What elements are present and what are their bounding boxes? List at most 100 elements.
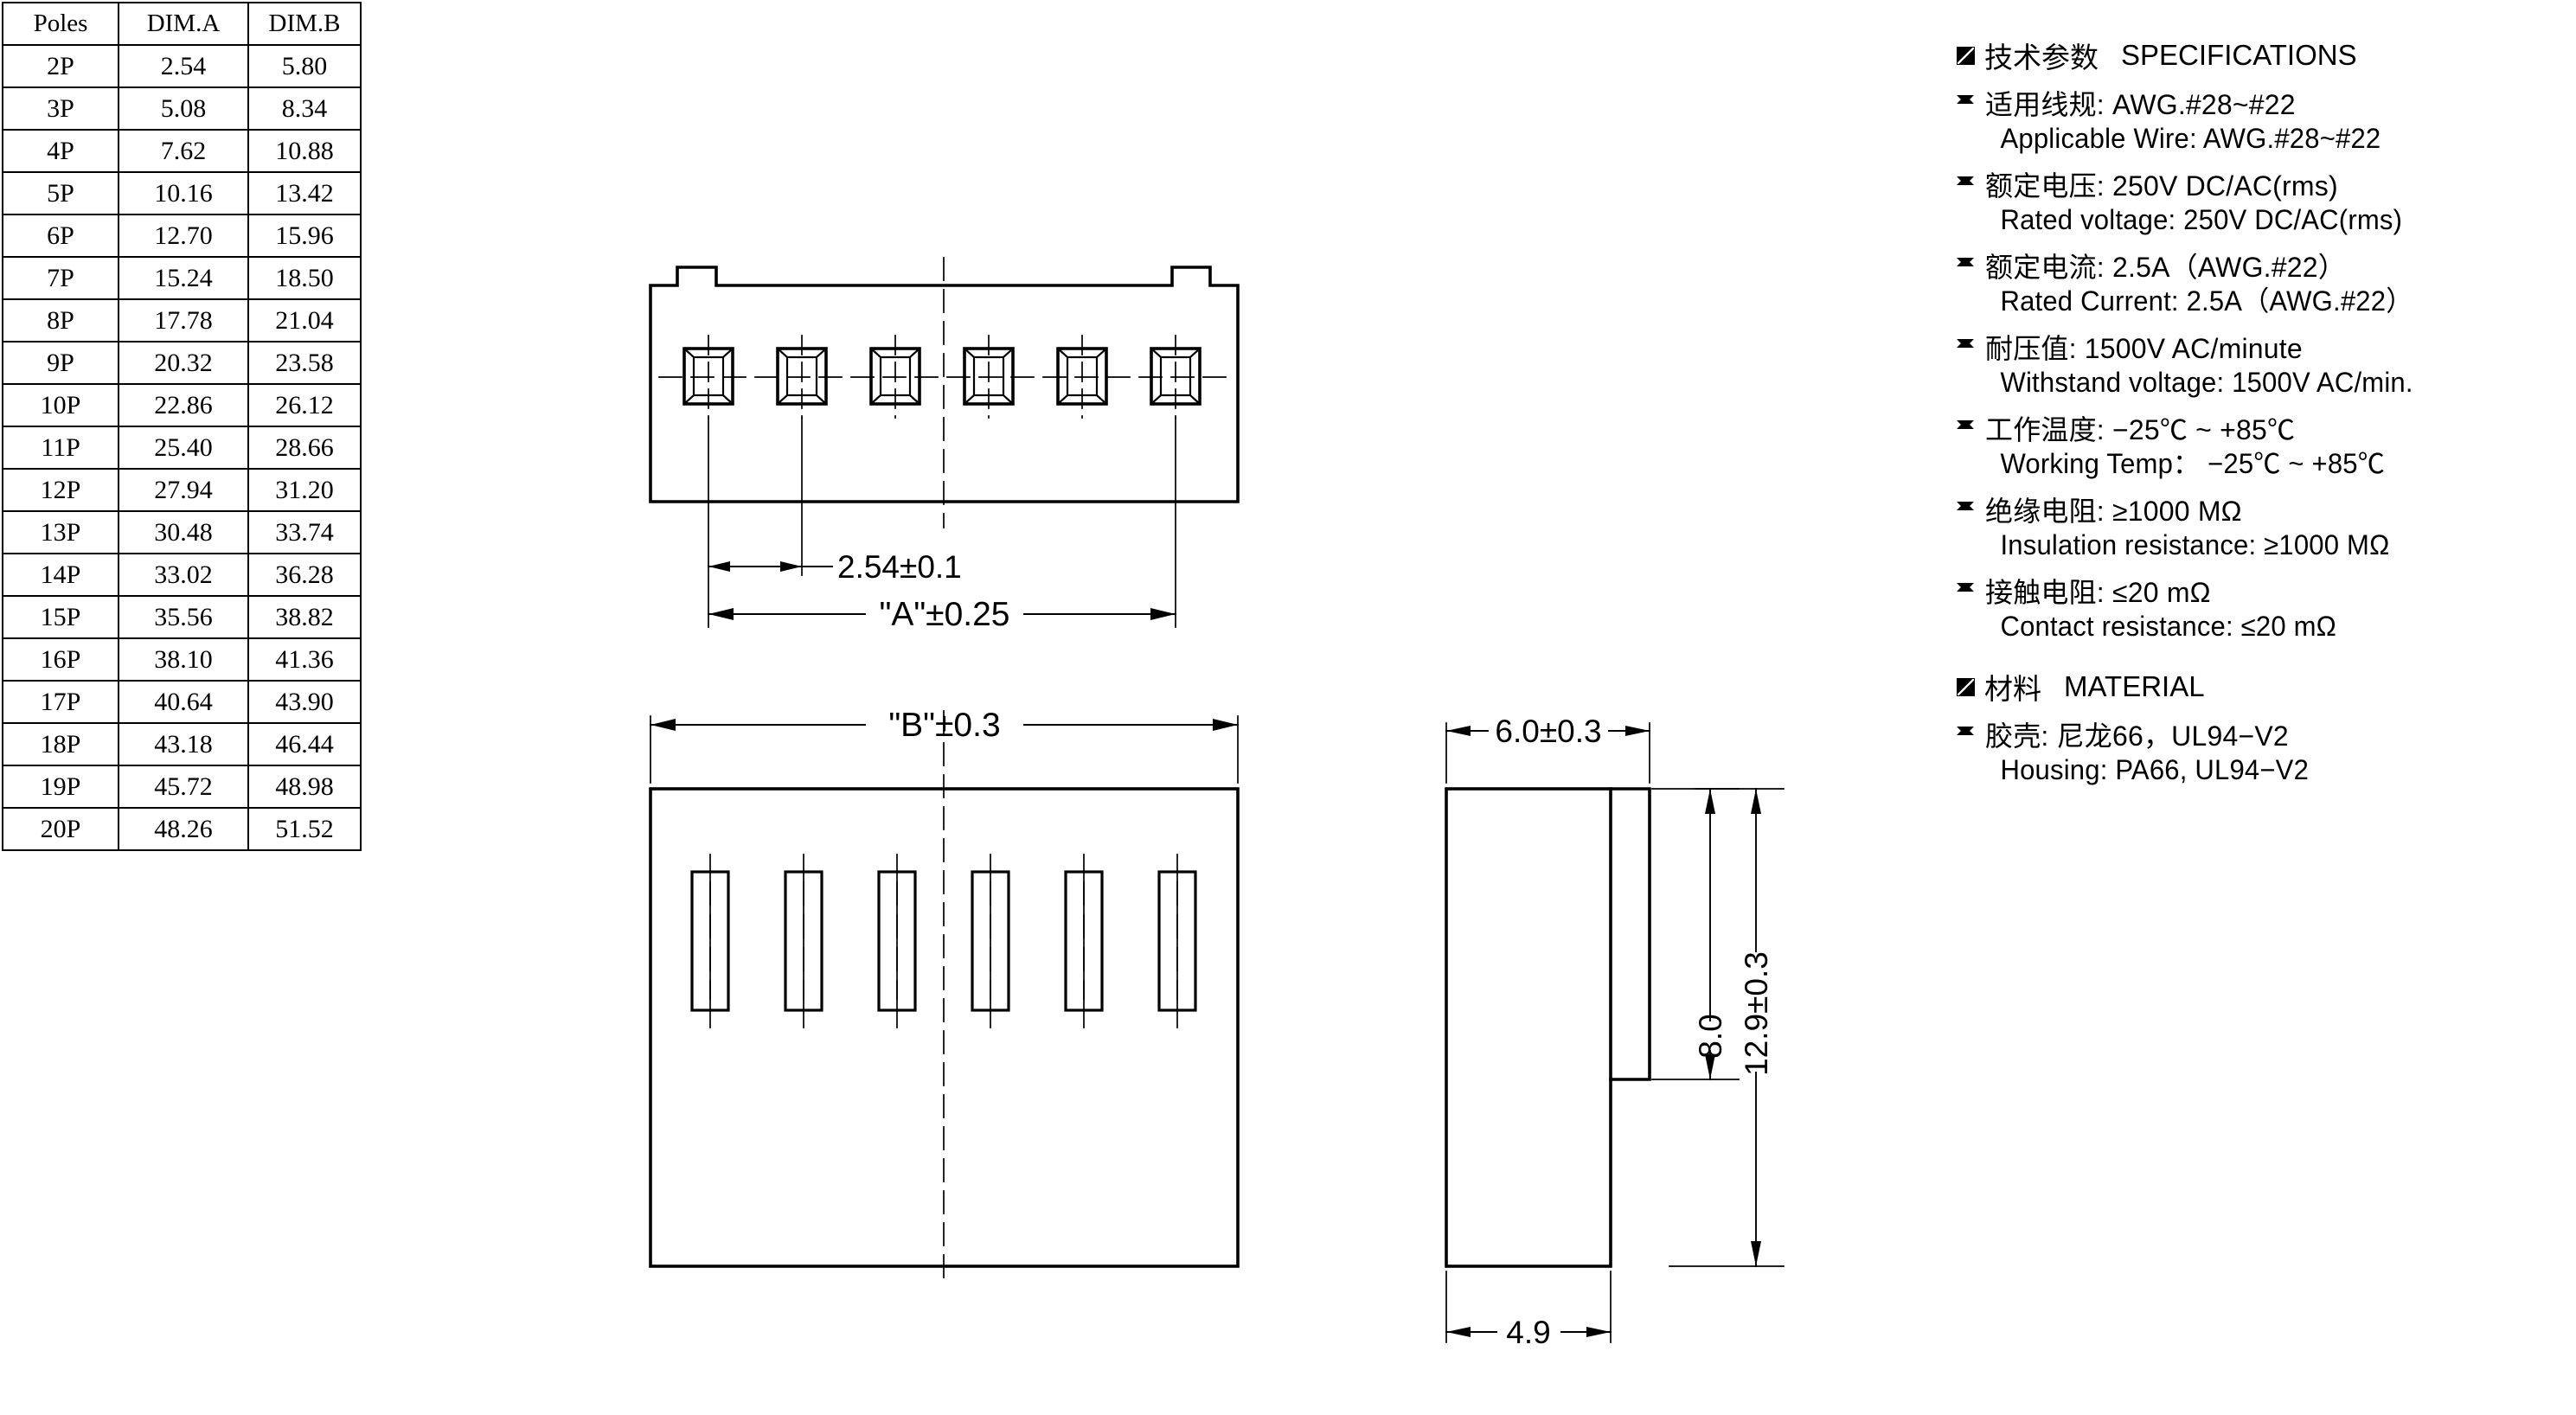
spec-line-cn: 额定电压: 250V DC/AC(rms) — [1985, 170, 2338, 202]
cell-dim-a: 20.32 — [118, 341, 249, 385]
cell-dim-b: 26.12 — [247, 383, 362, 427]
cell-dim-b: 28.66 — [247, 426, 362, 470]
spec-line-cn: 绝缘电阻: ≥1000 MΩ — [1985, 496, 2242, 528]
spec-line-en: Insulation resistance: ≥1000 MΩ — [2000, 529, 2390, 561]
cell-poles: 19P — [2, 765, 119, 809]
cell-poles: 4P — [2, 129, 119, 173]
cavity — [1150, 335, 1201, 419]
cell-dim-a: 7.62 — [118, 129, 249, 173]
dimension-a — [708, 608, 1176, 620]
material-heading-en: MATERIAL — [2064, 670, 2205, 703]
spec-line-cn: 胶壳: 尼龙66，UL94−V2 — [1985, 720, 2289, 752]
cell-dim-a: 25.40 — [118, 426, 249, 470]
slot — [971, 854, 1010, 1028]
spec-item: 额定电压: 250V DC/AC(rms)Rated voltage: 250V… — [1957, 170, 2426, 237]
cell-dim-a: 22.86 — [118, 383, 249, 427]
cavity — [869, 335, 921, 419]
side-view-outline — [1445, 787, 1651, 1268]
square-bullet-icon — [1957, 677, 1975, 696]
spec-line-cn: 耐压值: 1500V AC/minute — [1985, 333, 2303, 365]
spec-line-en: Applicable Wire: AWG.#28~#22 — [2000, 123, 2381, 155]
cell-dim-b: 15.96 — [247, 214, 362, 258]
cell-dim-b: 41.36 — [247, 637, 362, 682]
cavity — [682, 335, 734, 419]
cell-dim-b: 38.82 — [247, 595, 362, 639]
spec-line-cn: 工作温度: −25℃ ~ +85℃ — [1985, 414, 2296, 446]
cell-dim-b: 43.90 — [247, 680, 362, 724]
material-heading: 材料 MATERIAL — [1957, 666, 2426, 708]
spec-line-en: Rated Current: 2.5A（AWG.#22） — [2000, 285, 2413, 317]
slot — [1064, 854, 1104, 1028]
cell-poles: 15P — [2, 595, 119, 639]
specifications-heading-cn: 技术参数 — [1984, 42, 2099, 74]
dimension-pitch — [708, 561, 833, 572]
front-view-outline — [649, 266, 1240, 503]
dimension-label-body-depth: 4.9 — [1506, 1315, 1550, 1350]
cell-dim-a: 43.18 — [118, 722, 249, 766]
cell-poles: 10P — [2, 383, 119, 427]
cell-poles: 13P — [2, 510, 119, 554]
spec-line-cn: 适用线规: AWG.#28~#22 — [1985, 89, 2296, 120]
cell-dim-a: 48.26 — [118, 807, 249, 851]
cell-dim-b: 18.50 — [247, 256, 362, 300]
diamond-bullet-icon — [1957, 583, 1974, 600]
dimension-tab-height — [1651, 788, 1740, 1080]
cell-poles: 12P — [2, 468, 119, 512]
diamond-bullet-icon — [1957, 502, 1974, 519]
cell-poles: 3P — [2, 86, 119, 131]
spec-line-en: Rated voltage: 250V DC/AC(rms) — [2000, 204, 2403, 236]
diamond-bullet-icon — [1957, 339, 1974, 356]
square-bullet-icon — [1957, 46, 1975, 65]
cell-dim-b: 21.04 — [247, 298, 362, 343]
spec-line-cn: 额定电流: 2.5A（AWG.#22） — [1985, 252, 2346, 284]
diamond-bullet-icon — [1957, 176, 1974, 194]
cell-dim-b: 36.28 — [247, 553, 362, 597]
column-header-poles: Poles — [2, 2, 119, 46]
spec-line-en: Housing: PA66, UL94−V2 — [2000, 754, 2310, 786]
front-view-cavities — [682, 335, 1201, 419]
dimension-label-a: "A"±0.25 — [879, 596, 1009, 633]
cell-poles: 8P — [2, 298, 119, 343]
cell-dim-a: 30.48 — [118, 510, 249, 554]
cell-dim-a: 12.70 — [118, 214, 249, 258]
cell-dim-a: 40.64 — [118, 680, 249, 724]
cell-dim-b: 48.98 — [247, 765, 362, 809]
cell-dim-b: 46.44 — [247, 722, 362, 766]
cell-dim-a: 27.94 — [118, 468, 249, 512]
diamond-bullet-icon — [1957, 420, 1974, 438]
diamond-bullet-icon — [1957, 95, 1974, 112]
cell-poles: 16P — [2, 637, 119, 682]
slot — [784, 854, 823, 1028]
cell-poles: 18P — [2, 722, 119, 766]
spec-line-en: Working Temp： −25℃ ~ +85℃ — [2000, 448, 2385, 480]
cavity — [776, 335, 828, 419]
table-header-row: Poles DIM.A DIM.B — [2, 2, 362, 46]
cell-dim-b: 10.88 — [247, 129, 362, 173]
cell-poles: 11P — [2, 426, 119, 470]
cell-dim-a: 5.08 — [118, 86, 249, 131]
slot — [690, 854, 730, 1028]
